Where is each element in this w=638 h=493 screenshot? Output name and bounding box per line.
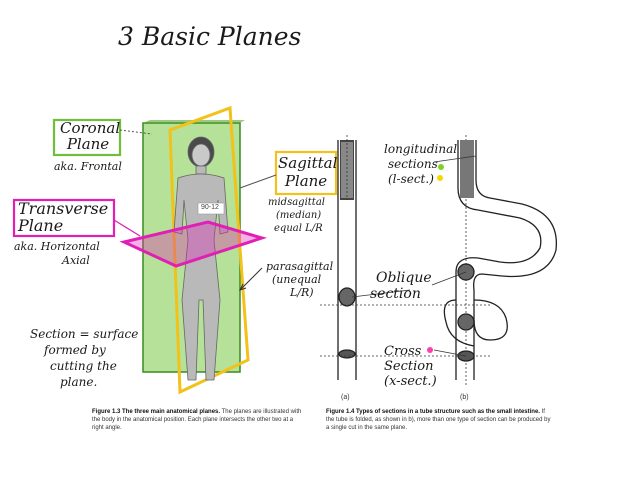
tube-straight [337, 140, 357, 380]
transverse-label: Transverse Plane [18, 199, 109, 235]
transverse-aka: aka. Horizontal Axial [14, 240, 100, 267]
longitudinal-note: longitudinal sections (l-sect.) [384, 142, 458, 186]
section-note: Section = surface formed by cutting the … [30, 327, 139, 389]
panel-b-label: (b) [460, 394, 469, 401]
coronal-label: Coronal Plane [60, 119, 121, 153]
sagittal-label-box [274, 150, 338, 196]
pink-dot [427, 347, 433, 353]
coronal-aka: aka. Frontal [54, 160, 122, 173]
figure-1-3-caption: Figure 1.3 The three main anatomical pla… [92, 409, 302, 431]
cross-note: Cross Section (x-sect.) [384, 344, 437, 389]
page-title: 3 Basic Planes [118, 22, 302, 51]
oblique-note: Oblique section [370, 270, 432, 302]
sagittal-label: Sagittal Plane [278, 154, 338, 190]
figure-1-4-caption: Figure 1.4 Types of sections in a tube s… [326, 409, 551, 431]
green-dot [438, 164, 444, 170]
transverse-label-box [12, 198, 116, 238]
midsagittal-note: midsagittal (median) equal L/R [268, 197, 325, 234]
panel-a-label: (a) [341, 394, 350, 401]
transverse-plane [119, 220, 268, 268]
tube-folded [443, 140, 558, 380]
yellow-dot [437, 175, 443, 181]
sagittal-plane [168, 105, 250, 395]
body-tag: 90-12 [201, 204, 219, 211]
parasagittal-note: parasagittal (unequal L/R) [266, 260, 334, 299]
coronal-label-box [52, 118, 122, 157]
